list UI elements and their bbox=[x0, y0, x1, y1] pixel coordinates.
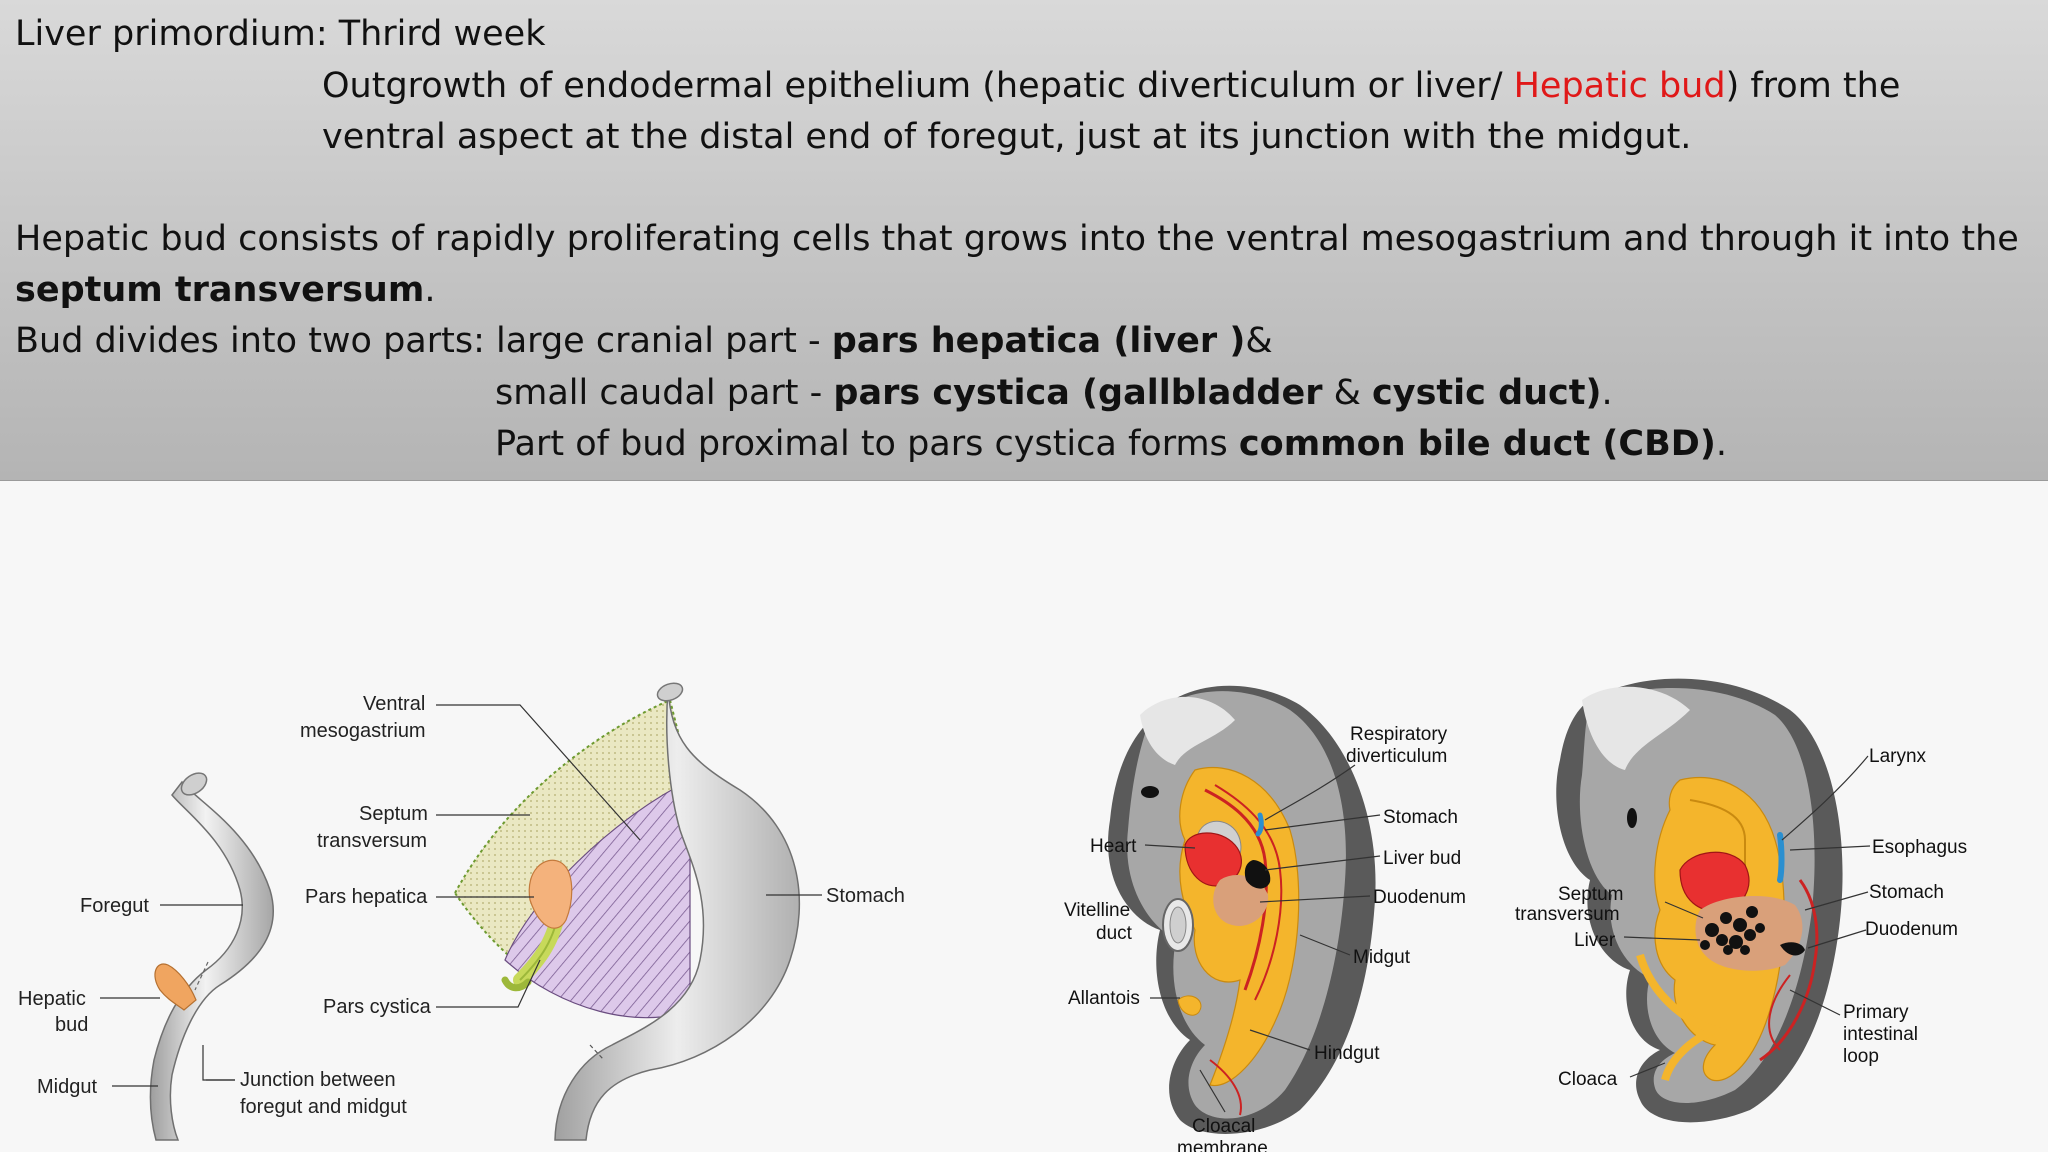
p3-text: Bud divides into two parts: large crania… bbox=[15, 321, 832, 361]
label-duodenum-b: Duodenum bbox=[1865, 919, 1958, 940]
pars-hepatica-bold: pars hepatica (liver ) bbox=[831, 321, 1246, 361]
p5-end: . bbox=[1715, 424, 1727, 464]
p1-text-b: ) from the bbox=[1725, 66, 1901, 106]
label-primary-2: intestinal bbox=[1843, 1024, 1918, 1045]
liver-cords bbox=[1700, 906, 1765, 955]
slide-title: Liver primordium: Thrird week bbox=[15, 12, 546, 56]
embryo-a-body bbox=[1108, 685, 1376, 1134]
label-liver-bud: Liver bud bbox=[1383, 848, 1461, 869]
hepatic-bud-highlight: Hepatic bud bbox=[1513, 66, 1726, 106]
label-septum-b-2: transversum bbox=[1515, 904, 1620, 925]
label-hepatic-bud-2: bud bbox=[55, 1014, 88, 1036]
paragraph-1-line-1: Outgrowth of endodermal epithelium (hepa… bbox=[322, 64, 1900, 108]
label-cloaca: Cloaca bbox=[1558, 1069, 1618, 1090]
label-midgut: Midgut bbox=[37, 1076, 97, 1098]
p1-line2-text: ventral aspect at the distal end of fore… bbox=[322, 117, 1692, 157]
paragraph-3-line-2: small caudal part - pars cystica (gallbl… bbox=[495, 371, 1613, 415]
figure-embryo-b: Larynx Esophagus Stomach Duodenum Septum… bbox=[1515, 678, 1967, 1123]
label-septum-b-1: Septum bbox=[1558, 884, 1623, 905]
label-junction-1: Junction between bbox=[240, 1069, 396, 1091]
left-leader-lines bbox=[100, 704, 822, 1087]
septum-transversum-bold: septum transversum bbox=[15, 270, 425, 310]
title-text: Liver primordium: Thrird week bbox=[15, 14, 546, 54]
embryo-b-labels: Larynx Esophagus Stomach Duodenum Septum… bbox=[1515, 746, 1967, 1090]
label-respiratory-2: diverticulum bbox=[1346, 746, 1447, 767]
embryo-b-body bbox=[1556, 678, 1843, 1123]
label-junction-2: foregut and midgut bbox=[240, 1096, 407, 1118]
label-allantois: Allantois bbox=[1068, 988, 1140, 1009]
label-septum-2: transversum bbox=[317, 830, 427, 852]
text-panel: Liver primordium: Thrird week Outgrowth … bbox=[0, 0, 2048, 481]
label-midgut-a: Midgut bbox=[1353, 947, 1411, 968]
label-cloacal-2: membrane bbox=[1177, 1138, 1268, 1152]
p1-text-a: Outgrowth of endodermal epithelium (hepa… bbox=[322, 66, 1514, 106]
label-esophagus: Esophagus bbox=[1872, 837, 1967, 858]
paragraph-2-line-1: Hepatic bud consists of rapidly prolifer… bbox=[15, 217, 2019, 261]
paragraph-3-line-3: Part of bud proximal to pars cystica for… bbox=[495, 422, 1727, 466]
label-stomach-b: Stomach bbox=[1869, 882, 1944, 903]
label-stomach: Stomach bbox=[826, 885, 905, 907]
paragraph-2-line-2: septum transversum. bbox=[15, 268, 435, 312]
p2-text: Hepatic bud consists of rapidly prolifer… bbox=[15, 219, 2019, 259]
label-duodenum-a: Duodenum bbox=[1373, 887, 1466, 908]
embryo-a-labels: Respiratory diverticulum Stomach Liver b… bbox=[1064, 724, 1466, 1152]
label-primary-1: Primary bbox=[1843, 1002, 1909, 1023]
label-vitelline-2: duct bbox=[1096, 923, 1133, 944]
label-vitelline-1: Vitelline bbox=[1064, 900, 1130, 921]
pars-cystica-bold: pars cystica (gallbladder bbox=[833, 373, 1323, 413]
hepatic-bud-shape bbox=[154, 963, 197, 1011]
figure-foregut-stomach: Foregut Hepatic bud Midgut Junction betw… bbox=[18, 682, 905, 1141]
left-labels: Foregut Hepatic bud Midgut Junction betw… bbox=[18, 693, 905, 1118]
p4-end: . bbox=[1601, 373, 1613, 413]
paragraph-1-line-2: ventral aspect at the distal end of fore… bbox=[322, 115, 1691, 159]
cystic-duct-bold: cystic duct) bbox=[1372, 373, 1602, 413]
label-hindgut: Hindgut bbox=[1314, 1043, 1380, 1064]
label-respiratory-1: Respiratory bbox=[1350, 724, 1448, 745]
label-ventral-1: Ventral bbox=[363, 693, 425, 715]
figure-embryo-a: Respiratory diverticulum Stomach Liver b… bbox=[1064, 685, 1466, 1152]
label-hepatic-bud-1: Hepatic bbox=[18, 988, 86, 1010]
embryo-b-leaders bbox=[1623, 755, 1871, 1078]
label-pars-cystica: Pars cystica bbox=[323, 996, 432, 1018]
label-pars-hepatica: Pars hepatica bbox=[305, 886, 428, 908]
label-foregut: Foregut bbox=[80, 895, 149, 917]
embryo-a-leaders bbox=[1144, 764, 1381, 1113]
p4-text: small caudal part - bbox=[495, 373, 834, 413]
p5-text: Part of bud proximal to pars cystica for… bbox=[495, 424, 1239, 464]
label-larynx: Larynx bbox=[1869, 746, 1927, 767]
p3-amp: & bbox=[1245, 321, 1273, 361]
label-primary-3: loop bbox=[1843, 1046, 1879, 1067]
label-cloacal-1: Cloacal bbox=[1192, 1116, 1255, 1137]
label-septum-1: Septum bbox=[359, 803, 428, 825]
label-liver: Liver bbox=[1574, 930, 1616, 951]
label-ventral-2: mesogastrium bbox=[300, 720, 426, 742]
stomach-diagram bbox=[453, 682, 801, 1141]
paragraph-3-line-1: Bud divides into two parts: large crania… bbox=[15, 319, 1273, 363]
label-stomach-a: Stomach bbox=[1383, 807, 1458, 828]
p2-end: . bbox=[424, 270, 436, 310]
label-heart: Heart bbox=[1090, 836, 1137, 857]
p4-amp: & bbox=[1322, 373, 1373, 413]
cbd-bold: common bile duct (CBD) bbox=[1238, 424, 1716, 464]
